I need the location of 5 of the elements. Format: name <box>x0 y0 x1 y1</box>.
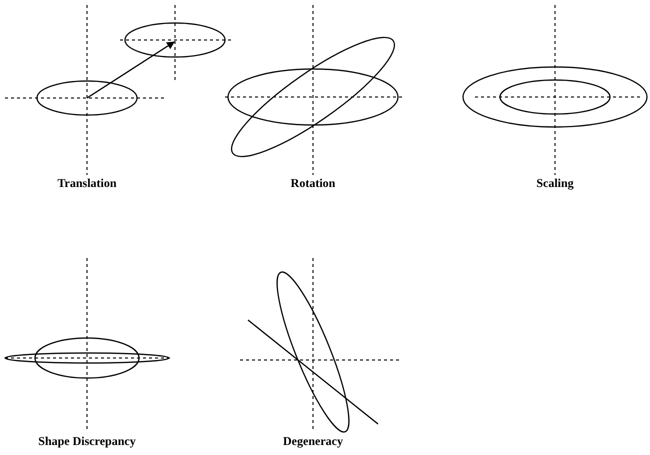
panel-caption: Degeneracy <box>283 434 343 449</box>
panel-caption: Rotation <box>290 176 336 191</box>
panel-caption: Scaling <box>536 176 574 191</box>
panel-caption: Shape Discrepancy <box>38 434 136 449</box>
panel-caption: Translation <box>57 176 117 191</box>
